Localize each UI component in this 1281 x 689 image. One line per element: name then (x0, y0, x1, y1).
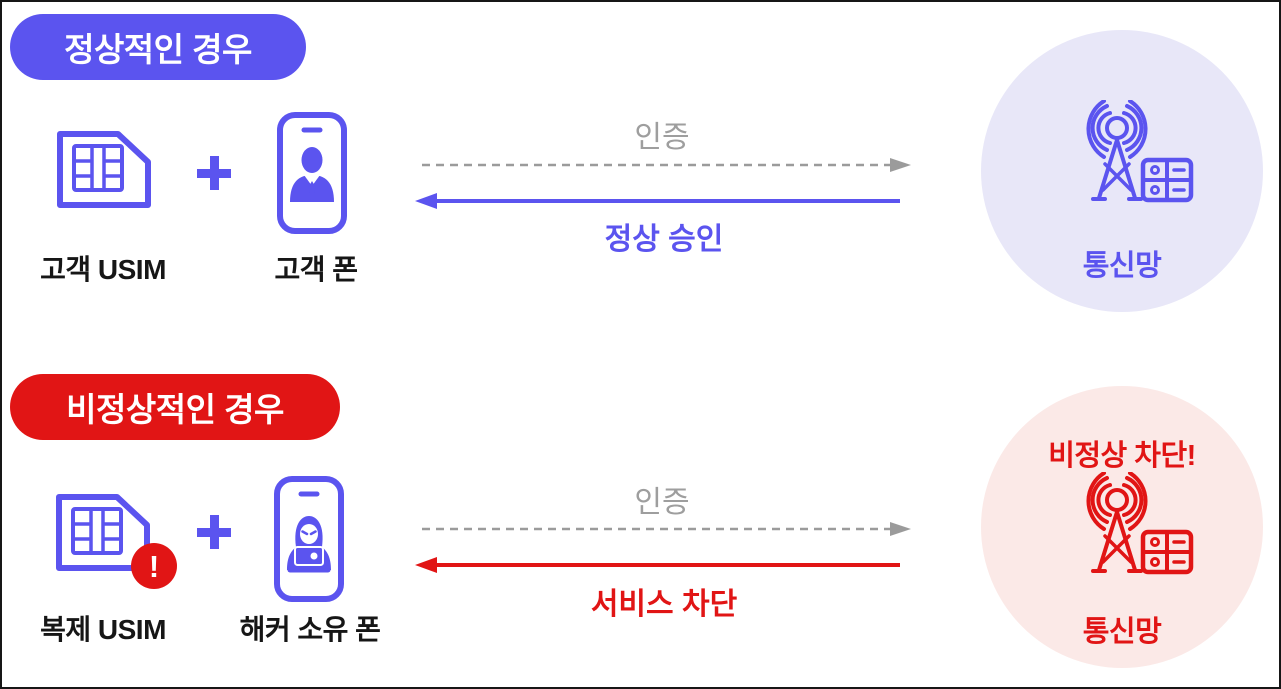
plus-icon (187, 505, 241, 559)
cell-tower-icon (1059, 100, 1195, 208)
network-circle-normal: 통신망 (981, 30, 1263, 312)
customer-phone-label: 고객 폰 (274, 254, 358, 285)
network-warning-label: 비정상 차단! (1048, 440, 1196, 472)
customer-phone-icon (277, 112, 347, 234)
abnormal-case-badge-label: 비정상적인 경우 (66, 391, 284, 428)
cloned-usim-label: 복제 USIM (40, 614, 166, 645)
network-label-normal: 통신망 (1082, 250, 1162, 282)
cell-tower-icon (1059, 472, 1195, 580)
auth-flow-label: 인증 (634, 121, 690, 154)
abnormal-case-badge: 비정상적인 경우 (10, 374, 340, 440)
hacker-phone-icon (274, 476, 344, 602)
block-arrow-icon (415, 557, 902, 573)
hacker-phone-label: 해커 소유 폰 (239, 614, 381, 645)
block-flow-label: 서비스 차단 (590, 588, 738, 621)
auth-dashed-arrow-icon (422, 521, 912, 537)
plus-icon (187, 146, 241, 200)
customer-usim-icon (52, 128, 156, 211)
abnormal-case-section: 비정상적인 경우 ! (2, 346, 1279, 687)
normal-case-badge: 정상적인 경우 (10, 14, 306, 80)
auth-dashed-arrow-icon (422, 157, 912, 173)
approve-flow-label: 정상 승인 (604, 223, 724, 256)
auth-flow-label: 인증 (634, 486, 690, 519)
network-circle-abnormal: 비정상 차단! (981, 386, 1263, 668)
normal-case-badge-label: 정상적인 경우 (64, 31, 252, 68)
warning-exclamation-icon: ! (131, 543, 177, 589)
normal-case-section: 정상적인 경우 고객 USIM (2, 2, 1279, 346)
network-label-abnormal: 통신망 (1082, 616, 1162, 648)
approve-arrow-icon (415, 193, 902, 209)
customer-usim-label: 고객 USIM (40, 254, 166, 285)
